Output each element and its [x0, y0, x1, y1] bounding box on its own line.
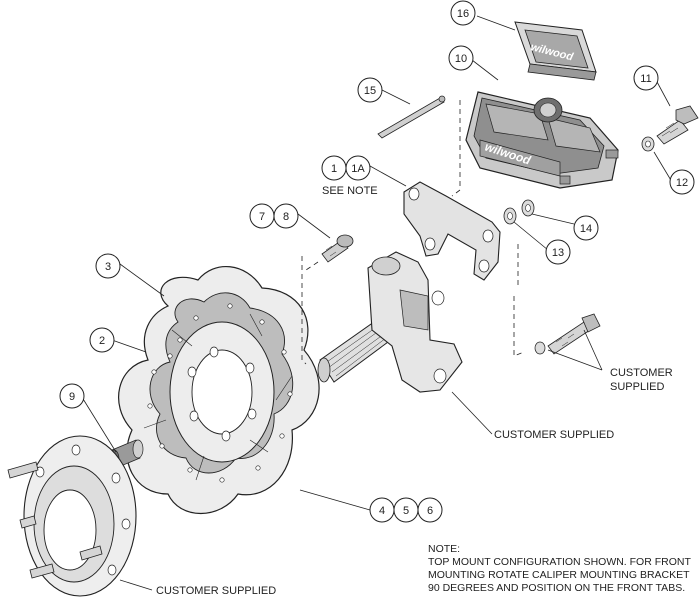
- svg-text:12: 12: [676, 177, 688, 189]
- callout-5: 5: [393, 497, 419, 523]
- svg-text:1: 1: [331, 163, 337, 175]
- callout-13: 13: [545, 239, 571, 265]
- callout-10: 10: [448, 45, 474, 71]
- svg-text:10: 10: [455, 53, 467, 65]
- bracket-shims: [503, 199, 535, 225]
- wheel-hub: [7, 435, 137, 597]
- callout-4: 4: [369, 497, 395, 523]
- svg-text:15: 15: [364, 85, 376, 97]
- caliper-bolt-washer: [641, 136, 655, 152]
- svg-text:3: 3: [105, 261, 111, 273]
- svg-text:8: 8: [283, 211, 289, 223]
- callout-8: 8: [273, 203, 299, 229]
- pad-retaining-pin: [377, 95, 446, 139]
- callout-15: 15: [357, 77, 383, 103]
- note-heading: NOTE:: [428, 543, 460, 555]
- svg-text:7: 7: [259, 211, 265, 223]
- svg-text:2: 2: [99, 335, 105, 347]
- svg-text:6: 6: [427, 505, 433, 517]
- note-line-2: MOUNTING ROTATE CALIPER MOUNTING BRACKET: [428, 569, 690, 581]
- note-line-1: TOP MOUNT CONFIGURATION SHOWN. FOR FRONT: [428, 556, 691, 568]
- customer-supplied-bolt-label-line1: CUSTOMER: [610, 367, 673, 379]
- callout-16: 16: [450, 0, 476, 26]
- customer-supplied-bolt-label-line2: SUPPLIED: [610, 381, 664, 393]
- svg-text:14: 14: [580, 223, 592, 235]
- callout-1: 1: [321, 155, 347, 181]
- assembly-lines: [301, 100, 525, 365]
- svg-text:13: 13: [552, 247, 564, 259]
- note-block: NOTE: TOP MOUNT CONFIGURATION SHOWN. FOR…: [428, 543, 691, 594]
- callout-1a: 1A: [345, 155, 371, 181]
- customer-supplied-bolt: [534, 313, 601, 355]
- see-note-label: SEE NOTE: [322, 185, 378, 197]
- brake-pad: wilwood: [514, 21, 597, 81]
- svg-text:1A: 1A: [351, 163, 365, 175]
- callout-14: 14: [573, 215, 599, 241]
- svg-text:11: 11: [640, 73, 651, 85]
- svg-text:5: 5: [403, 505, 409, 517]
- svg-text:9: 9: [69, 391, 75, 403]
- customer-supplied-spindle-label: CUSTOMER SUPPLIED: [494, 429, 614, 441]
- customer-supplied-hub-label: CUSTOMER SUPPLIED: [156, 585, 276, 597]
- callout-9: 9: [59, 383, 85, 409]
- bracket-bolt: [321, 234, 354, 263]
- spindle: [317, 251, 463, 393]
- callout-12: 12: [669, 169, 695, 195]
- callout-11: 11: [633, 65, 659, 91]
- callout-3: 3: [95, 253, 121, 279]
- brake-rotor: [118, 266, 320, 514]
- leader-lines: [79, 15, 673, 591]
- svg-text:4: 4: [379, 505, 385, 517]
- callout-7: 7: [249, 203, 275, 229]
- caliper-mounting-bracket: [403, 181, 501, 281]
- caliper: wilwood: [465, 91, 619, 189]
- svg-text:16: 16: [457, 8, 469, 20]
- callout-2: 2: [89, 327, 115, 353]
- caliper-bolt: [656, 105, 699, 145]
- callout-6: 6: [417, 497, 443, 523]
- note-line-3: 90 DEGREES AND POSITION ON THE FRONT TAB…: [428, 582, 685, 594]
